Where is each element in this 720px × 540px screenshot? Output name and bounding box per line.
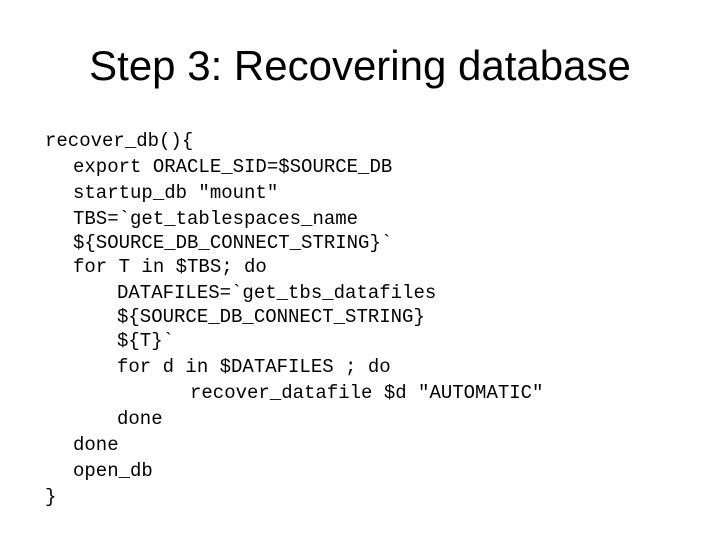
- code-line: for d in $DATAFILES ; do: [117, 356, 391, 378]
- slide-title: Step 3: Recovering database: [89, 42, 631, 89]
- code-line: recover_db(){: [45, 130, 194, 152]
- code-line: for T in $TBS; do: [73, 256, 267, 278]
- code-line: open_db: [73, 460, 153, 482]
- code-line: DATAFILES=`get_tbs_datafiles: [117, 282, 437, 304]
- code-line: ${SOURCE_DB_CONNECT_STRING}`: [73, 232, 393, 254]
- code-line: ${T}`: [117, 330, 175, 352]
- code-line: done: [117, 408, 163, 430]
- code-line: recover_datafile $d "AUTOMATIC": [190, 382, 544, 404]
- code-line: export ORACLE_SID=$SOURCE_DB: [73, 156, 393, 178]
- code-block: recover_db(){export ORACLE_SID=$SOURCE_D…: [45, 128, 543, 510]
- code-line: ${SOURCE_DB_CONNECT_STRING}: [117, 306, 425, 328]
- code-line: done: [73, 434, 119, 456]
- code-line: }: [45, 486, 57, 508]
- code-line: startup_db "mount": [73, 182, 279, 204]
- code-line: TBS=`get_tablespaces_name: [73, 208, 359, 230]
